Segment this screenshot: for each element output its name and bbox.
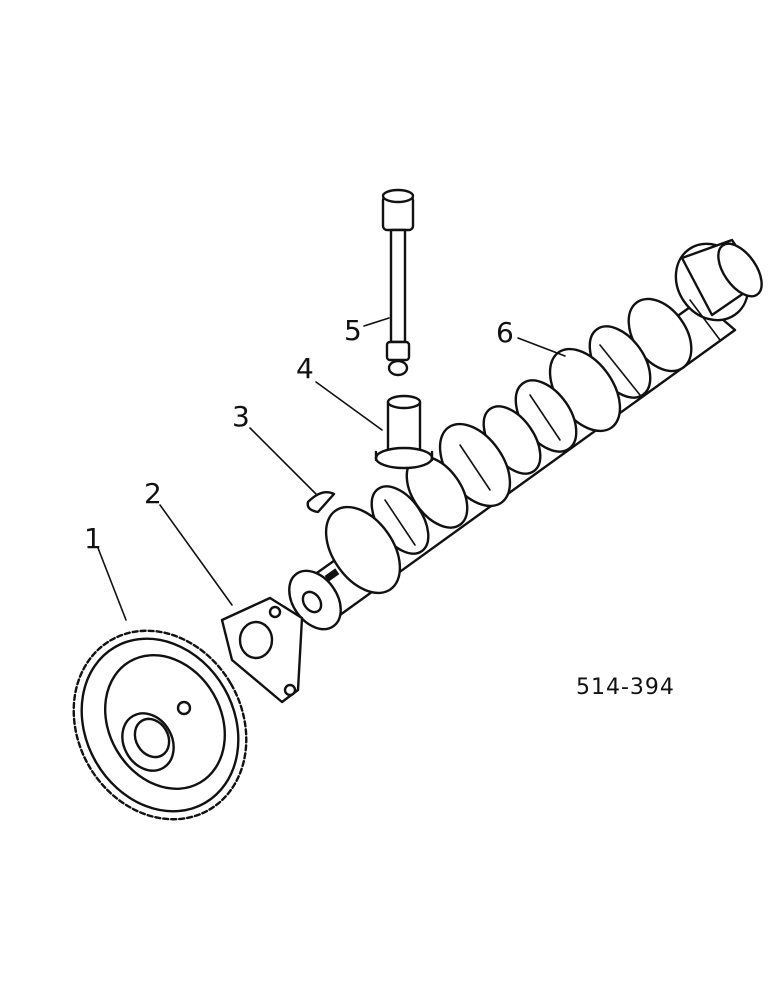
- camshaft: [288, 238, 763, 631]
- callout-6: 6: [496, 316, 514, 349]
- callout-4: 4: [296, 352, 314, 385]
- callout-2: 2: [144, 477, 162, 510]
- woodruff-key: [306, 491, 336, 514]
- callout-3: 3: [232, 400, 250, 433]
- push-rod: [381, 188, 415, 377]
- callout-1: 1: [84, 522, 102, 555]
- thrust-plate: [220, 596, 304, 704]
- callout-5: 5: [344, 314, 362, 347]
- leader-lines: [97, 317, 566, 621]
- tappet: [374, 394, 434, 470]
- camshaft-gear: [72, 629, 248, 821]
- cam-lobes: [324, 297, 721, 595]
- reference-number: 514-394: [576, 675, 675, 700]
